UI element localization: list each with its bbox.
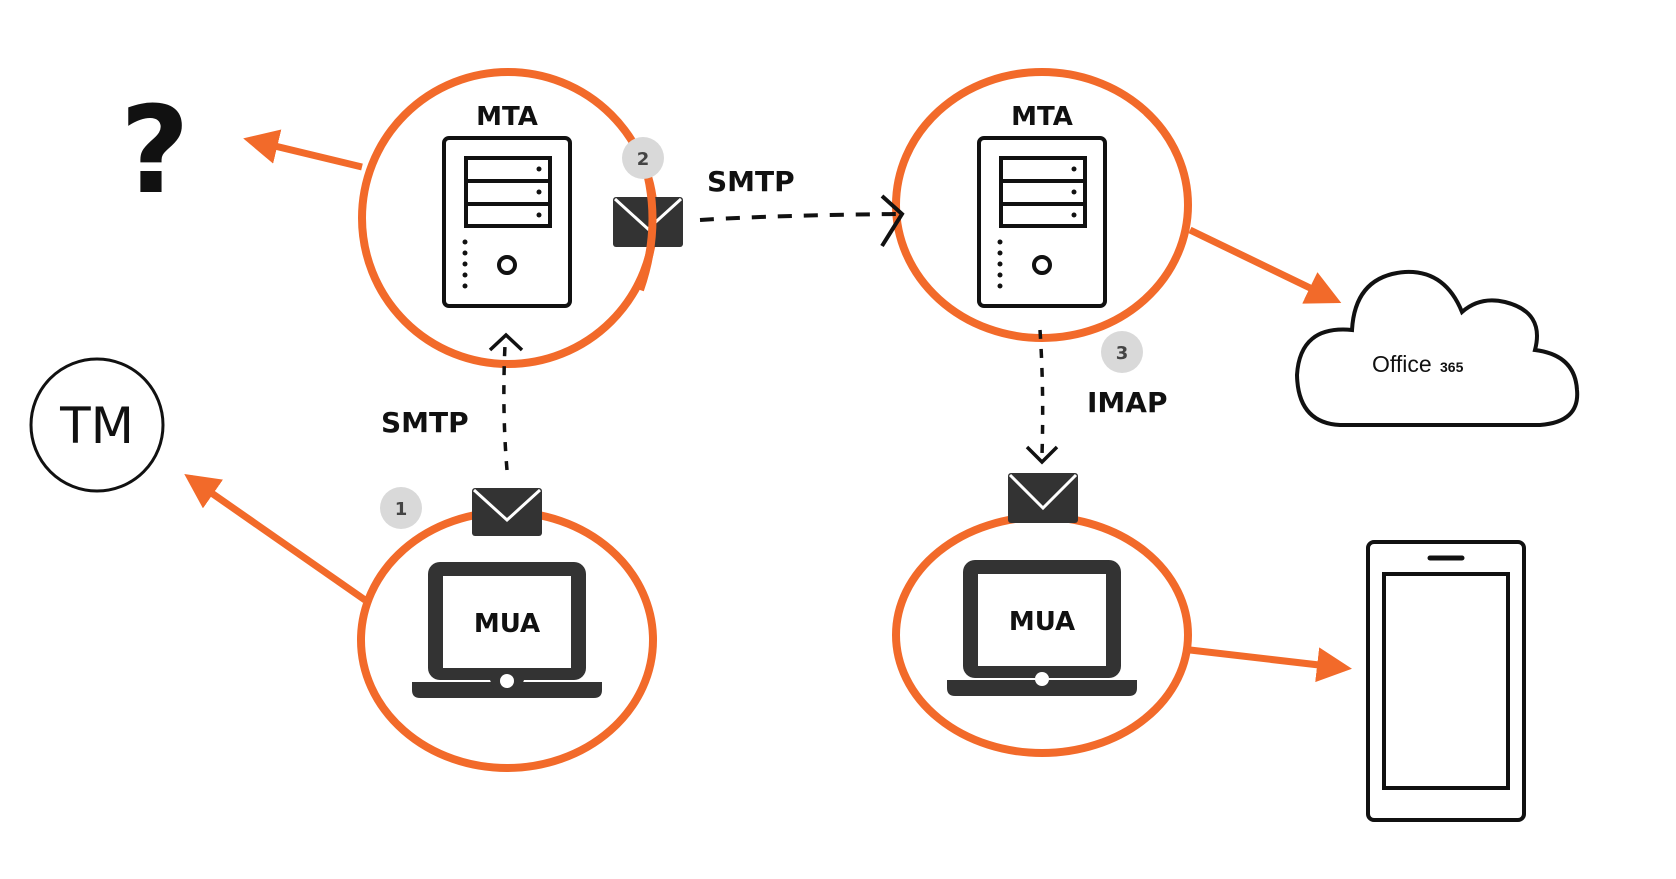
mta-sender-label: MTA — [476, 102, 538, 132]
arrow-mua-to-phone — [1189, 646, 1352, 683]
envelope-icon-step-3 — [1008, 473, 1078, 523]
envelope-icon-step-1 — [472, 488, 542, 536]
arrow-mta-to-question — [243, 129, 363, 171]
flow-arrowhead-step-3 — [1025, 445, 1059, 465]
mua-receiver-node: MUA — [892, 513, 1192, 757]
cloud-icon — [1294, 269, 1580, 427]
step-badge-3: 3 — [1101, 331, 1143, 373]
flow-arrow-step-1 — [502, 344, 509, 471]
laptop-icon — [947, 560, 1137, 696]
flow-arrowhead-step-1 — [488, 332, 524, 352]
envelope-icon-step-2 — [613, 197, 683, 247]
trademark-circle — [29, 357, 165, 493]
flow-arrow-step-2 — [699, 212, 901, 222]
server-icon — [442, 136, 572, 308]
mta-receiver-node: MTA — [892, 68, 1192, 342]
svg-text:3: 3 — [1116, 343, 1129, 364]
flow-arrow-step-3 — [1038, 329, 1045, 456]
protocol-label-step-2: SMTP — [707, 165, 795, 198]
step-badge-1: 1 — [380, 487, 422, 529]
protocol-label-step-1: SMTP — [381, 406, 469, 439]
cloud-node: Office 365 — [1294, 269, 1580, 427]
mua-receiver-label: MUA — [1009, 607, 1075, 637]
trademark-label: TM — [59, 397, 134, 455]
arrow-mua-to-trademark — [184, 473, 368, 603]
mua-sender-node: MUA — [357, 508, 657, 772]
flow-arrowhead-step-2 — [880, 194, 905, 248]
mta-receiver-label: MTA — [1011, 102, 1073, 132]
step-badge-2: 2 — [622, 137, 664, 179]
mta-sender-node: MTA — [358, 68, 658, 368]
trademark-node: TM — [29, 357, 165, 493]
svg-text:2: 2 — [637, 149, 650, 170]
laptop-icon — [412, 562, 602, 698]
arrow-mta-to-cloud — [1188, 226, 1342, 304]
question-mark-icon: ? — [120, 82, 190, 221]
server-icon — [977, 136, 1107, 308]
cloud-label-suffix: 365 — [1440, 359, 1464, 375]
protocol-label-step-3: IMAP — [1087, 386, 1167, 419]
svg-text:1: 1 — [395, 499, 408, 520]
phone-icon — [1366, 540, 1526, 822]
mua-sender-label: MUA — [474, 609, 540, 639]
cloud-label: Office — [1372, 351, 1432, 377]
